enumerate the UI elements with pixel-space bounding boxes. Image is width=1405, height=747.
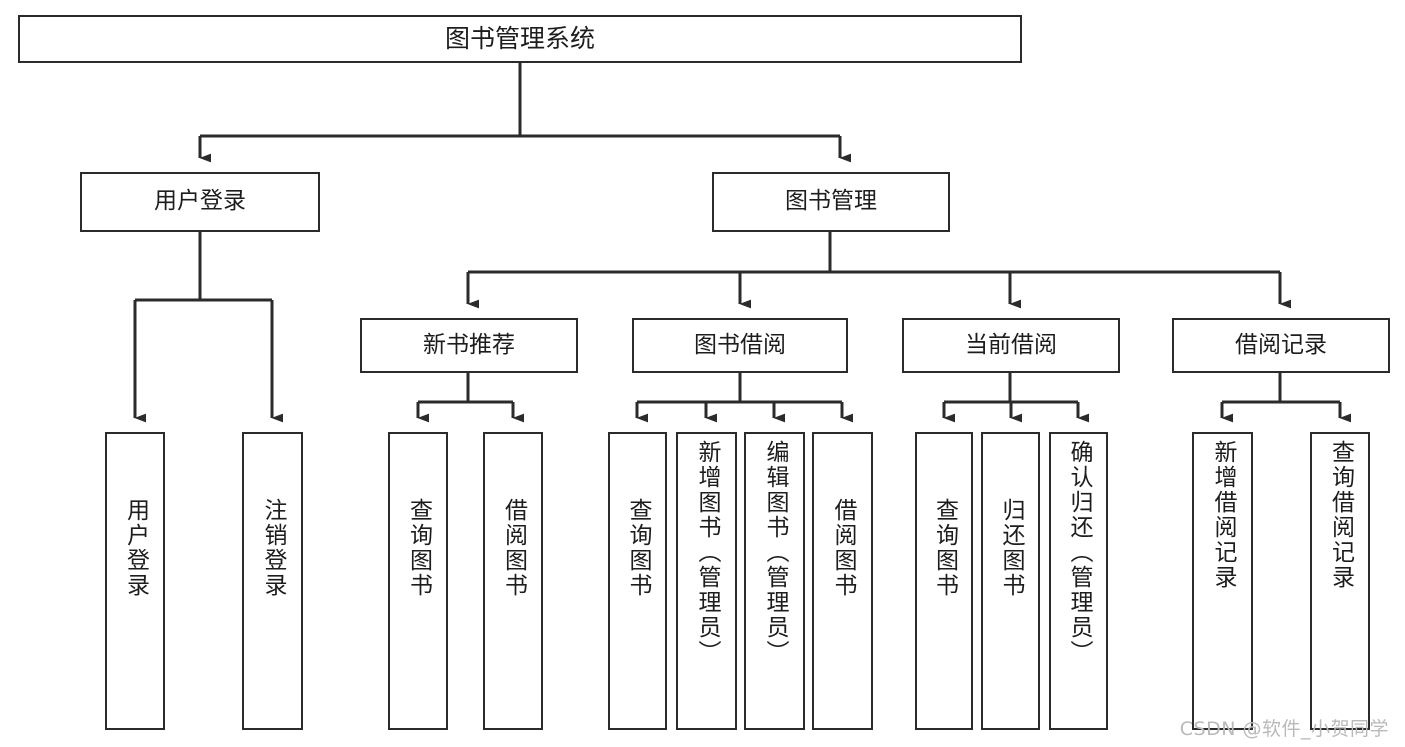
node-label: 新增图书（管理员） [694,440,720,665]
node-label: 借阅图书 [830,498,856,598]
leaf-add-borrow-record[interactable]: 新增借阅记录 [1192,432,1253,730]
node-label: 用户登录 [154,188,246,215]
node-label: 借阅记录 [1235,331,1327,358]
node-root-system[interactable]: 图书管理系统 [18,15,1022,63]
node-label: 用户登录 [122,498,149,598]
node-label: 图书管理系统 [444,24,595,54]
node-label: 归还图书 [998,498,1024,598]
node-book-borrow[interactable]: 图书借阅 [632,318,848,373]
leaf-user-login[interactable]: 用户登录 [105,432,165,730]
leaf-borrow-book-borrow[interactable]: 借阅图书 [812,432,873,730]
node-book-management[interactable]: 图书管理 [712,172,950,232]
node-label: 查询图书 [405,498,432,598]
node-current-borrow[interactable]: 当前借阅 [902,318,1120,373]
node-label: 图书借阅 [694,331,786,358]
csdn-watermark: CSDN @软件_小贺同学 [1179,718,1389,740]
leaf-add-book-admin[interactable]: 新增图书（管理员） [676,432,737,730]
node-label: 查询图书 [931,498,958,598]
leaf-confirm-return-admin[interactable]: 确认归还（管理员） [1049,432,1108,730]
node-label: 确认归还（管理员） [1066,440,1092,665]
leaf-query-book-borrow[interactable]: 查询图书 [608,432,667,730]
leaf-query-book-current[interactable]: 查询图书 [915,432,973,730]
leaf-borrow-book-newbook[interactable]: 借阅图书 [483,432,543,730]
node-label: 图书管理 [785,188,877,215]
node-label: 查询图书 [625,498,651,598]
node-new-book-recommend[interactable]: 新书推荐 [360,318,578,373]
node-label: 注销登录 [260,498,286,598]
node-label: 当前借阅 [965,331,1057,358]
node-label: 新增借阅记录 [1210,440,1236,590]
node-user-login[interactable]: 用户登录 [80,172,320,232]
leaf-query-borrow-record[interactable]: 查询借阅记录 [1310,432,1370,730]
node-label: 编辑图书（管理员） [762,440,788,665]
leaf-edit-book-admin[interactable]: 编辑图书（管理员） [744,432,805,730]
leaf-logout[interactable]: 注销登录 [242,432,303,730]
leaf-return-book[interactable]: 归还图书 [981,432,1040,730]
node-label: 新书推荐 [423,331,515,358]
node-borrow-record[interactable]: 借阅记录 [1172,318,1390,373]
node-label: 借阅图书 [500,498,527,598]
leaf-query-book-newbook[interactable]: 查询图书 [388,432,448,730]
node-label: 查询借阅记录 [1327,440,1354,590]
